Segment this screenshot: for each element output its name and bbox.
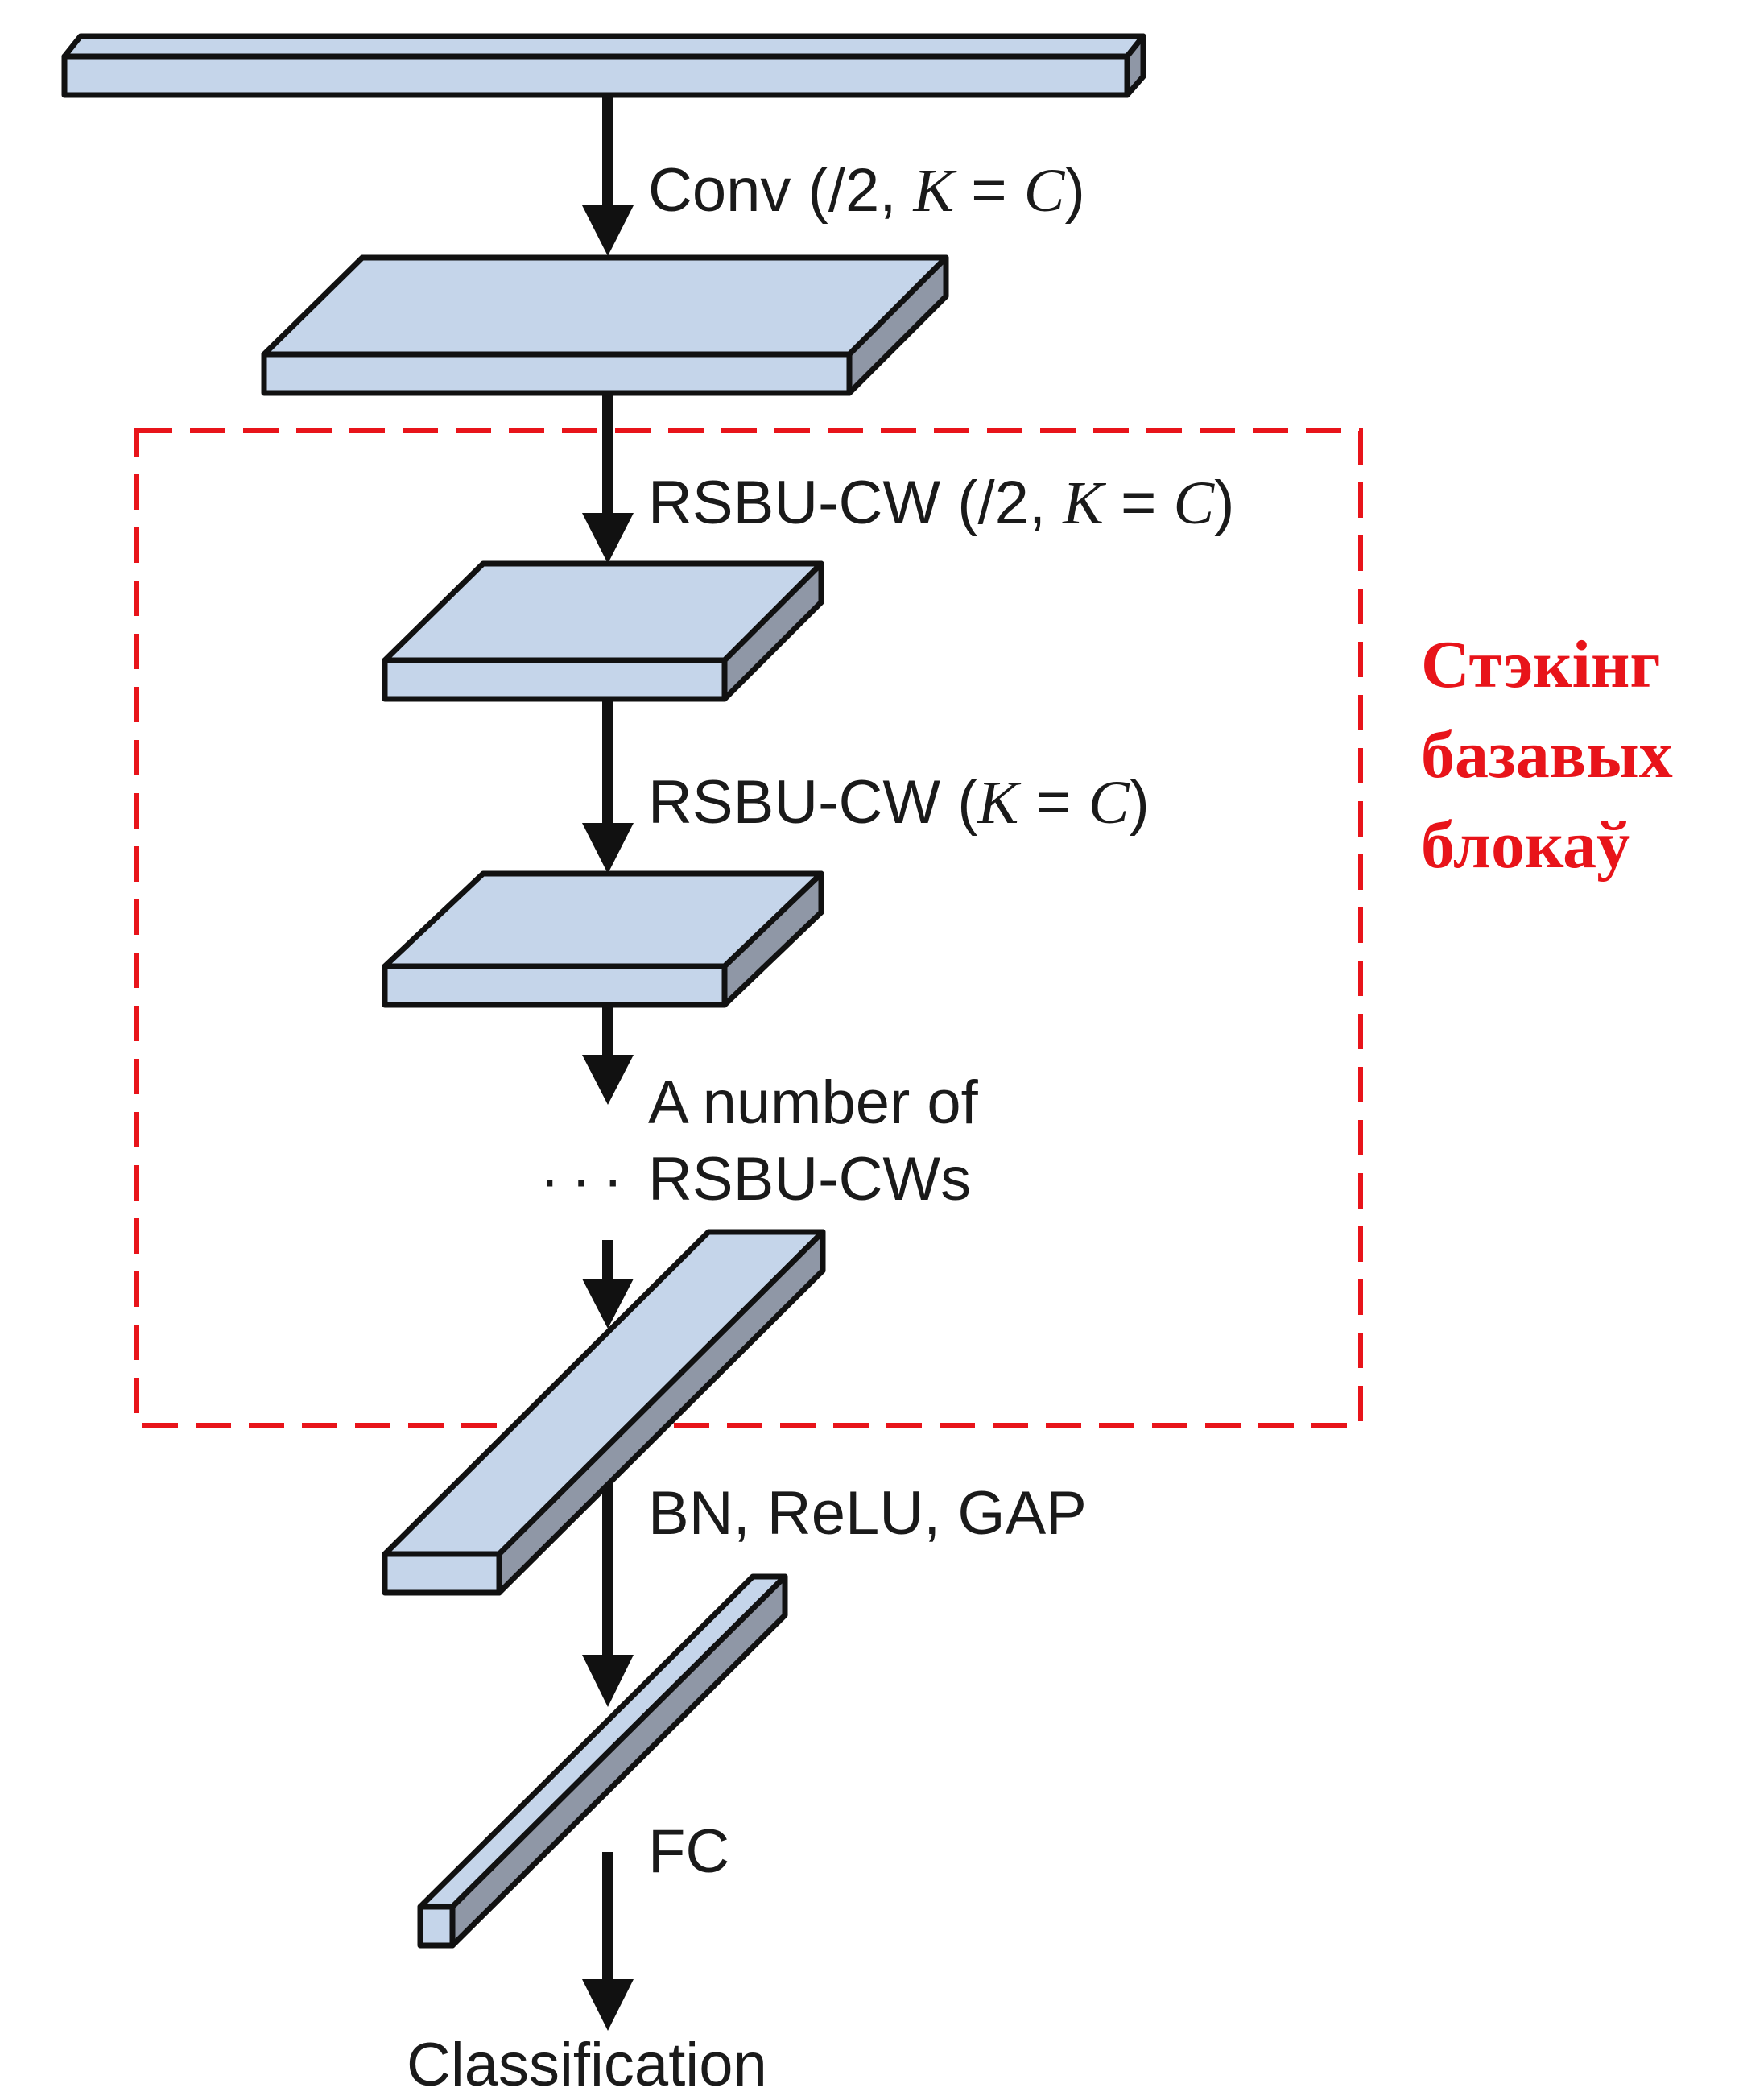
rsbu-cw-label: RSBU-CW (K = C) <box>648 768 1150 837</box>
final-rsbu-feature-map <box>382 1229 826 1596</box>
arrow-head <box>582 1055 634 1105</box>
arrow-head <box>582 1279 634 1329</box>
fc-label: FC <box>648 1817 729 1886</box>
arrow-head <box>582 823 634 874</box>
number-of-rsbu-label-line1: A number of <box>648 1069 979 1137</box>
rsbu-cw-downsample-label: RSBU-CW (/2, K = C) <box>648 469 1234 537</box>
conv-feature-map <box>261 254 949 396</box>
rsbu-cw-1-feature-map <box>382 560 824 702</box>
arrow-head <box>582 205 634 256</box>
number-of-rsbu-label-line2: RSBU-CWs <box>648 1145 971 1213</box>
gap-vector <box>417 1573 788 1949</box>
conv-label: Conv (/2, K = C) <box>648 156 1085 225</box>
stacking-label-line1: Стэкінг <box>1421 627 1661 702</box>
bn-relu-gap-label: BN, ReLU, GAP <box>648 1479 1087 1548</box>
input-feature-map <box>61 33 1146 98</box>
arrow-head <box>582 1655 634 1707</box>
stacking-region-box <box>134 428 1363 1428</box>
stacking-label-line2: базавых <box>1421 717 1673 792</box>
arrow-head <box>582 1979 634 2031</box>
ellipsis-dots: ··· <box>539 1145 634 1213</box>
rsbu-cw-2-feature-map <box>382 870 824 1008</box>
arrow-head <box>582 513 634 564</box>
classification-label: Classification <box>407 2031 767 2099</box>
flow-arrows <box>582 95 634 2031</box>
stacking-label-line3: блокаў <box>1421 808 1630 883</box>
